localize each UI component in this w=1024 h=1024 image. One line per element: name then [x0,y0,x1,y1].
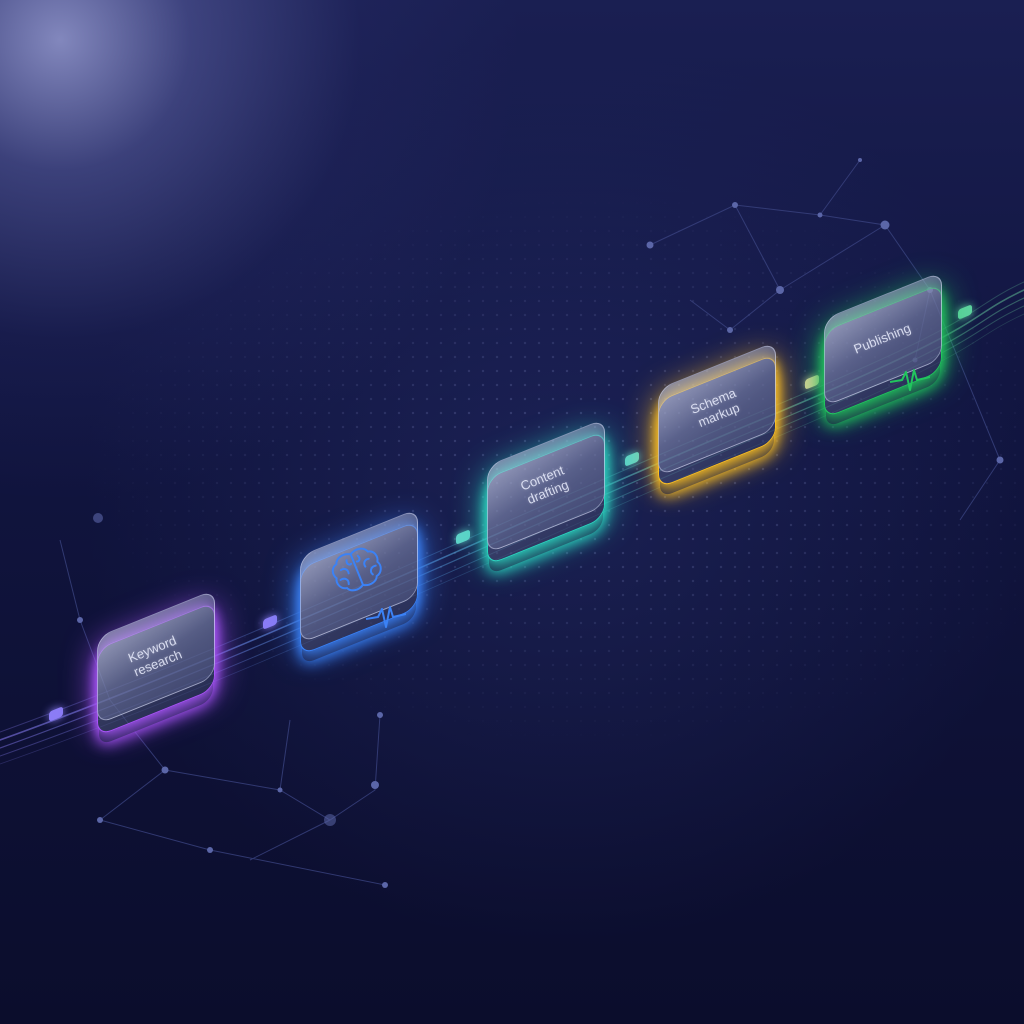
brain-icon [331,547,382,592]
heartbeat-pulse-icon [366,606,406,628]
heartbeat-pulse-icon [890,369,930,391]
network-nodes [77,158,1004,888]
